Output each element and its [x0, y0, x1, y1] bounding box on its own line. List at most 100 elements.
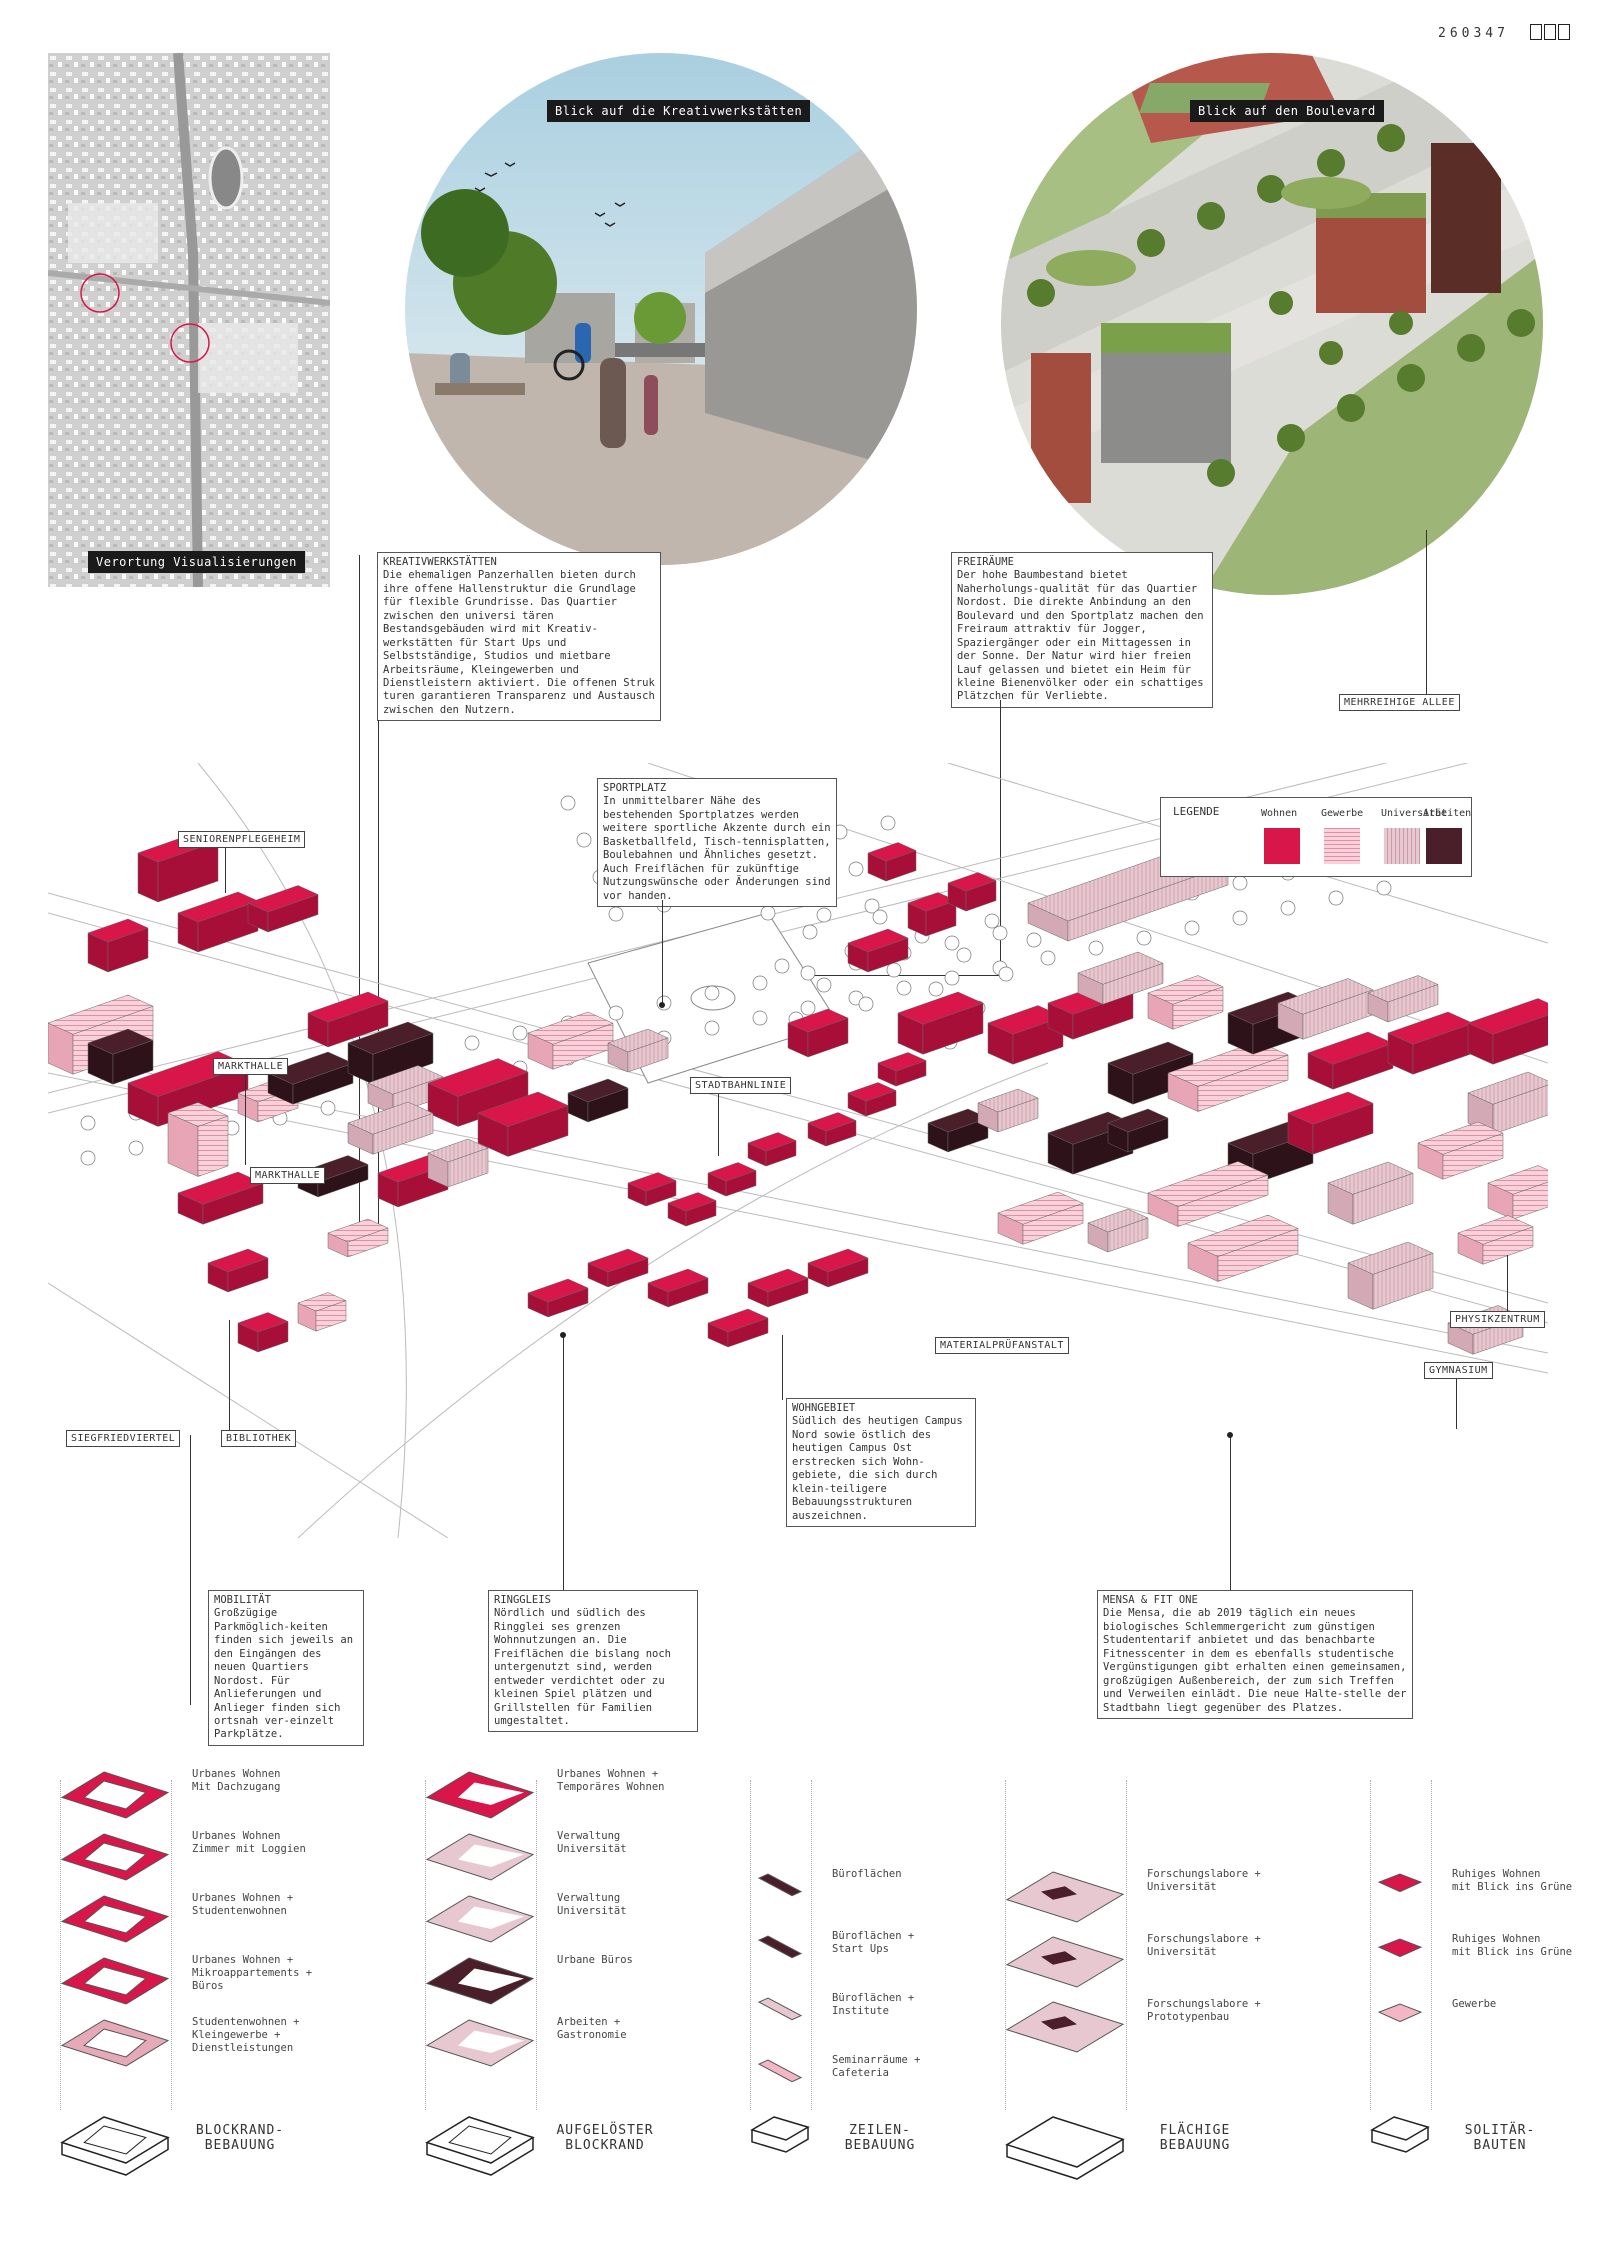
typology-layer [750, 1870, 810, 1901]
label-siegfriedviertel: SIEGFRIEDVIERTEL [66, 1430, 181, 1447]
label-seniorenpflegeheim: SENIORENPFLEGEHEIM [178, 831, 306, 848]
label-physikzentrum: PHYSIKZENTRUM [1450, 1311, 1545, 1328]
typology-layer [750, 1932, 810, 1963]
typology-footer: FLÄCHIGE BEBAUUNG [1159, 2123, 1231, 2153]
building-block [927, 1108, 989, 1153]
building-block [567, 1078, 629, 1123]
building-block [347, 1101, 434, 1155]
tree-icon [1026, 932, 1042, 948]
leader-dot [560, 1332, 566, 1338]
typology-layer [1370, 2000, 1430, 2031]
typology-layer [1370, 1870, 1430, 1901]
leader-line [760, 975, 1000, 976]
legend-title: LEGENDE [1173, 805, 1220, 818]
mobilitaet-box: MOBILITÄT Großzügige Parkmöglich-keiten … [208, 1590, 364, 1746]
building-block [527, 1278, 589, 1318]
building-block [1107, 1108, 1169, 1153]
legend-swatch-gewerbe [1324, 828, 1360, 864]
typology-layer-label: Urbanes Wohnen + Studentenwohnen [192, 1892, 294, 1918]
building-block [867, 842, 917, 882]
building-block [477, 1091, 569, 1157]
tree-icon [704, 1020, 720, 1036]
tree-icon [760, 905, 776, 921]
building-block [877, 1052, 927, 1087]
view2-label: Blick auf den Boulevard [1190, 100, 1384, 122]
tree-icon [560, 795, 576, 811]
wohngebiet-title: WOHNGEBIET [792, 1402, 856, 1414]
typology-layer-label: Gewerbe [1452, 1998, 1497, 2010]
freiraeume-title: FREIRÄUME [957, 556, 1014, 568]
typology-base [750, 2115, 810, 2160]
leader-line [190, 1435, 191, 1705]
leader-line [245, 1075, 246, 1165]
building-block [1087, 1208, 1149, 1253]
typology-layer-label: Forschungslabore + Universität [1147, 1933, 1261, 1959]
wohngebiet-box: WOHNGEBIET Südlich des heutigen Campus N… [786, 1398, 976, 1527]
tree-icon [1328, 890, 1344, 906]
label-stadtbahnlinie: STADTBAHNLINIE [690, 1077, 792, 1094]
building-block [707, 1162, 757, 1197]
tree-icon [1376, 880, 1392, 896]
tree-icon [816, 907, 832, 923]
typology-layer [1005, 1870, 1125, 1928]
tree-icon [800, 965, 816, 981]
building-block [1307, 1031, 1394, 1090]
typology-layer [1005, 1935, 1125, 1993]
building-block [1347, 1241, 1434, 1310]
building-block [1107, 1041, 1194, 1105]
typology-layer [425, 1894, 535, 1948]
typology-guide [1005, 1780, 1127, 2110]
building-block [427, 1138, 489, 1188]
typology-layer-label: Forschungslabore + Universität [1147, 1868, 1261, 1894]
leader-line [1426, 530, 1427, 695]
typology-layer-label: Studentenwohnen + Kleingewerbe + Dienstl… [192, 2016, 300, 2055]
typology-layer [60, 1770, 170, 1824]
building-block [167, 1102, 229, 1177]
tree-icon [1232, 875, 1248, 891]
typology-layer-label: Ruhiges Wohnen mit Blick ins Grüne [1452, 1868, 1573, 1894]
typology-guide [60, 1780, 172, 2110]
location-map-graphic [48, 53, 330, 587]
tree-icon [956, 947, 972, 963]
tree-icon [464, 1035, 480, 1051]
label-markthalle-2: MARKTHALLE [250, 1167, 326, 1184]
tree-icon [80, 1150, 96, 1166]
project-id: 260347 [1438, 26, 1509, 41]
building-block [747, 1268, 809, 1308]
building-block [1147, 975, 1224, 1030]
leader-line [563, 1335, 564, 1590]
kreativ-box: KREATIVWERKSTÄTTEN Die ehemaligen Panzer… [377, 552, 661, 722]
tree-icon [880, 815, 896, 831]
id-boxes [1530, 24, 1570, 44]
tree-icon [608, 1005, 624, 1021]
tree-icon [320, 1100, 336, 1116]
typology-base [1370, 2115, 1430, 2160]
leader-line [229, 1320, 230, 1430]
building-block [1457, 1215, 1534, 1265]
typology-layer-label: Forschungslabore + Prototypenbau [1147, 1998, 1261, 2024]
typology-layer-label: Ruhiges Wohnen mit Blick ins Grüne [1452, 1933, 1573, 1959]
tree-icon [1136, 930, 1152, 946]
building-block [667, 1192, 717, 1227]
tree-icon [1040, 950, 1056, 966]
building-block [1187, 1214, 1299, 1282]
leader-dot [659, 1002, 665, 1008]
tree-icon [864, 898, 880, 914]
sportplatz-title: SPORTPLATZ [603, 782, 667, 794]
typology-layer-label: Verwaltung Universität [557, 1892, 627, 1918]
view2-visual [1001, 53, 1543, 595]
typology-layer [60, 1832, 170, 1886]
tree-icon [944, 935, 960, 951]
typology-layer-label: Büroflächen [832, 1868, 902, 1880]
leader-line [1230, 1435, 1231, 1590]
tree-icon [752, 1010, 768, 1026]
typology-layer [60, 1956, 170, 2010]
typology-layer [60, 2018, 170, 2072]
building-block [307, 991, 389, 1048]
tree-icon [944, 970, 960, 986]
view1-label: Blick auf die Kreativwerkstätten [547, 100, 811, 122]
typology-base [60, 2115, 170, 2183]
building-block [1387, 1011, 1474, 1075]
building-block [247, 885, 319, 933]
leader-line [1507, 1255, 1508, 1311]
